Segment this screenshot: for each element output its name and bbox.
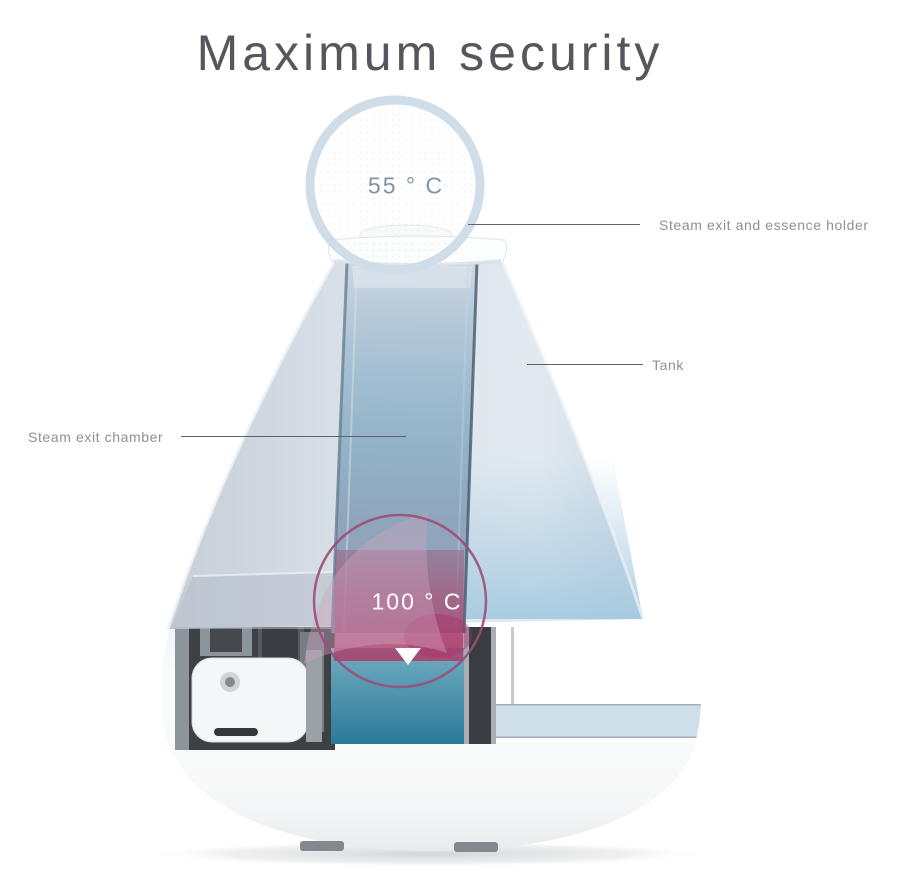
foot-right: [454, 842, 498, 852]
leader-line-steam-exit-holder: [468, 224, 640, 225]
motor: [191, 657, 309, 743]
water: [331, 648, 465, 744]
base-internals: [175, 627, 702, 750]
label-tank: Tank: [652, 357, 684, 373]
heater-temperature-value: 100 ° C: [371, 588, 463, 615]
label-steam-exit-holder: Steam exit and essence holder: [659, 217, 869, 233]
foot-left: [300, 841, 344, 851]
temperature-ring-heater: [312, 513, 488, 689]
floor-shadow: [143, 841, 713, 867]
heater-zone: [304, 512, 472, 664]
leader-line-tank: [527, 364, 643, 365]
leader-line-steam-exit-chamber: [181, 436, 406, 437]
temperature-ring-top: [305, 95, 485, 275]
label-steam-exit-chamber: Steam exit chamber: [28, 429, 164, 445]
page-title: Maximum security: [196, 25, 664, 81]
down-triangle-icon: [395, 648, 421, 665]
surface-temperature-value: 55 ° C: [367, 172, 445, 199]
